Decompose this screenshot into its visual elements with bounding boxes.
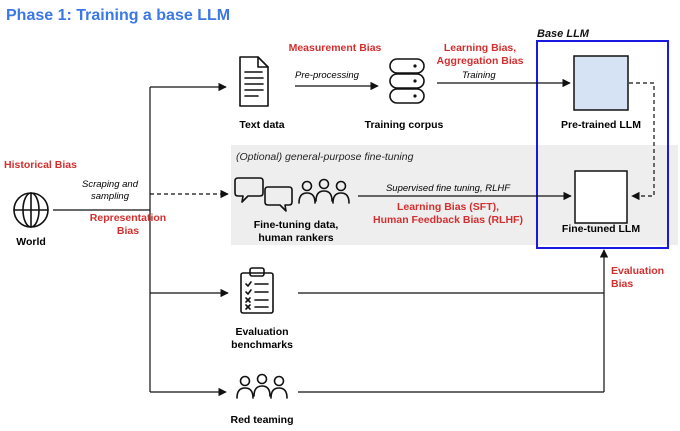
optional-finetuning-label: (Optional) general-purpose fine-tuning — [236, 151, 414, 163]
base-llm-label: Base LLM — [537, 28, 590, 40]
pretrained-llm-label: Pre-trained LLM — [561, 119, 641, 131]
base-llm-box — [536, 40, 669, 249]
eval-benchmarks-label-1: Evaluation — [235, 326, 288, 338]
page-title: Phase 1: Training a base LLM — [6, 7, 230, 24]
pretrained-to-finetuned-arrow — [629, 82, 655, 201]
clipboard-icon — [240, 267, 274, 314]
scraping-label-1: Scraping and — [82, 179, 139, 190]
text-data-label: Text data — [239, 119, 284, 131]
finetuning-data-label-1: Fine-tuning data, — [254, 219, 339, 231]
eval-benchmarks-label-2: benchmarks — [231, 339, 293, 351]
learning-bias-2: Aggregation Bias — [437, 55, 524, 67]
red-teaming-label: Red teaming — [230, 414, 293, 426]
supervised-label: Supervised fine tuning, RLHF — [386, 183, 511, 194]
learning-sft-bias-1: Learning Bias (SFT), — [397, 201, 499, 213]
training-corpus-label: Training corpus — [365, 119, 444, 131]
scraping-label-2: sampling — [91, 191, 130, 202]
finetuned-llm-label: Fine-tuned LLM — [562, 223, 640, 235]
learning-sft-bias-2: Human Feedback Bias (RLHF) — [373, 214, 523, 226]
red-team-people-icon — [236, 373, 288, 399]
world-label: World — [16, 236, 46, 248]
training-label: Training — [462, 70, 496, 81]
measurement-bias-label: Measurement Bias — [289, 42, 382, 54]
evaluation-bias-2: Bias — [611, 278, 633, 290]
finetuned-llm-square — [574, 170, 628, 224]
finetuning-data-label-2: human rankers — [258, 232, 333, 244]
document-icon — [239, 56, 269, 107]
learning-bias-1: Learning Bias, — [444, 42, 516, 54]
globe-icon — [13, 192, 49, 228]
pretrained-llm-square — [573, 55, 629, 111]
historical-bias-label: Historical Bias — [4, 159, 77, 171]
preprocessing-label: Pre-processing — [295, 70, 360, 81]
chat-bubbles-icon — [234, 177, 293, 212]
evaluation-bias-1: Evaluation — [611, 265, 664, 277]
representation-bias-2: Bias — [117, 225, 139, 237]
database-icon — [389, 58, 425, 104]
people-group-icon — [298, 178, 350, 204]
representation-bias-1: Representation — [90, 212, 166, 224]
